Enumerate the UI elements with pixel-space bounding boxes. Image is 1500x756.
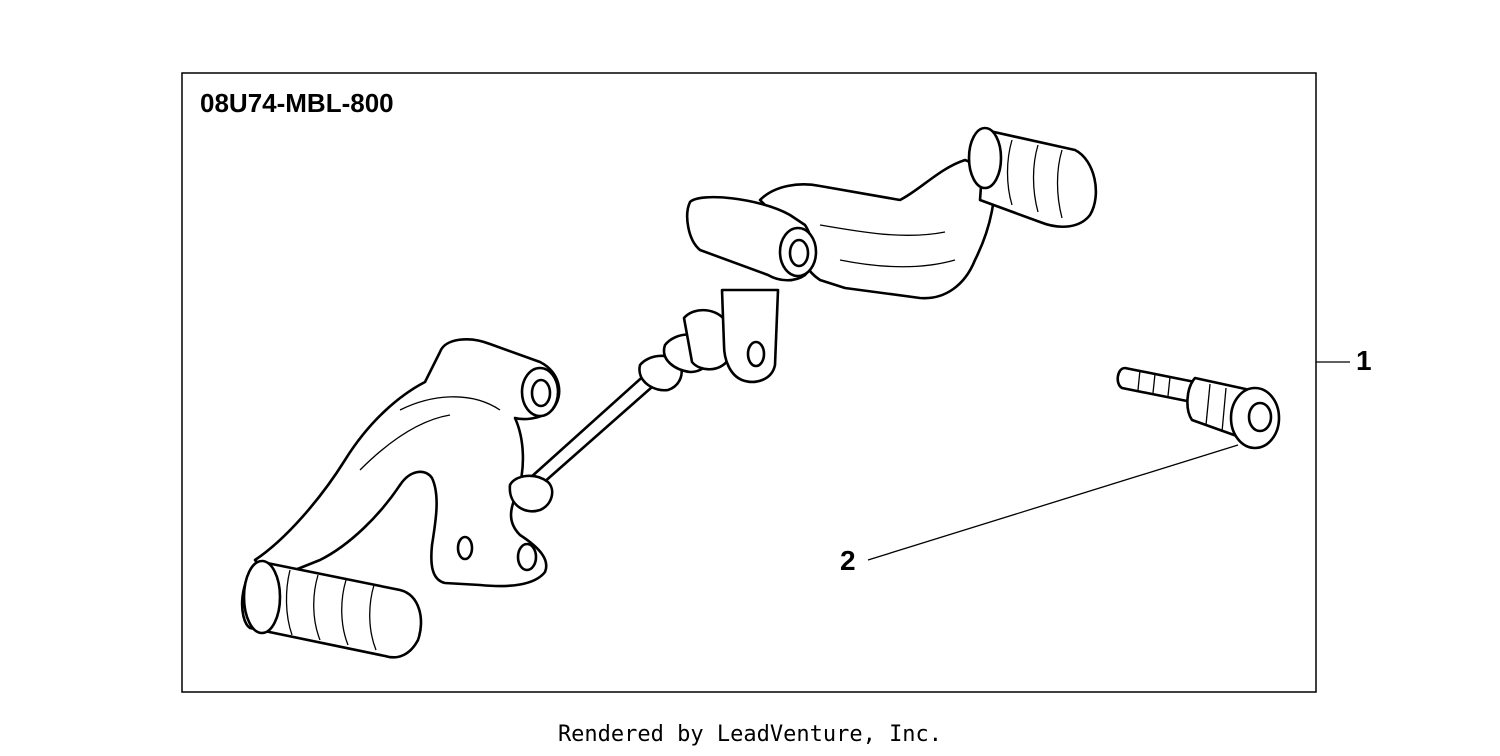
pivot-bolt xyxy=(1116,366,1281,450)
callout-label-1[interactable]: 1 xyxy=(1356,345,1372,376)
linkage-rod xyxy=(508,308,730,513)
render-credit: Rendered by LeadVenture, Inc. xyxy=(557,722,943,747)
upper-shift-lever xyxy=(686,158,996,384)
callout-label-2[interactable]: 2 xyxy=(840,545,856,576)
upper-foot-peg xyxy=(967,126,1098,229)
leader-line-2 xyxy=(867,444,1239,561)
lower-foot-peg xyxy=(240,559,423,659)
lower-pedal-arm xyxy=(253,338,561,588)
part-number-label: 08U74-MBL-800 xyxy=(200,88,394,118)
diagram-frame xyxy=(181,72,1317,693)
